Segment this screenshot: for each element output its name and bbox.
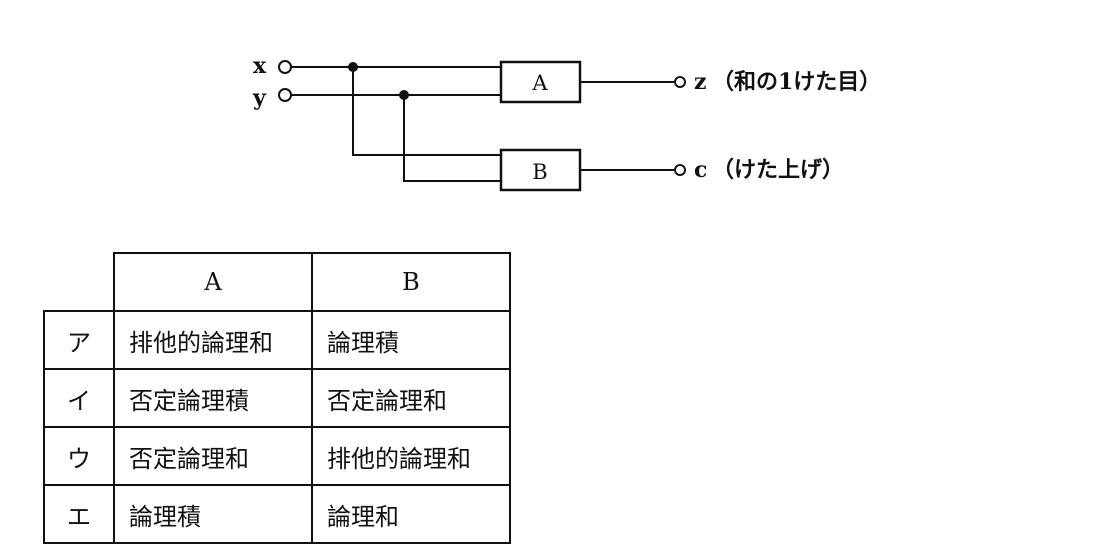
row-label: イ xyxy=(43,368,115,428)
row-label: ウ xyxy=(43,426,115,486)
input-x-label: x xyxy=(253,53,267,79)
junction-y xyxy=(399,90,409,100)
column-header-a: A xyxy=(113,252,313,312)
cell-a: 否定論理積 xyxy=(113,368,313,428)
cell-b: 否定論理和 xyxy=(311,368,511,428)
cell-b: 論理和 xyxy=(311,484,511,544)
terminal-z xyxy=(674,76,686,88)
half-adder-circuit: x y A B z （和の1けた目） c （けた上げ） xyxy=(252,53,881,192)
table-corner-cell xyxy=(43,252,115,312)
row-label: エ xyxy=(43,484,115,544)
table-row: ア 排他的論理和 論理積 xyxy=(43,310,511,370)
terminal-x xyxy=(278,60,292,74)
cell-b: 論理積 xyxy=(311,310,511,370)
answer-choice-table: A B ア 排他的論理和 論理積 イ 否定論理積 否定論理和 ウ 否定論理和 排… xyxy=(43,252,511,544)
output-z-name: z xyxy=(694,69,707,95)
row-label: ア xyxy=(43,310,115,370)
input-y-label: y xyxy=(252,85,267,111)
wire-y-to-gate-b xyxy=(403,95,501,182)
gate-a: A xyxy=(499,60,582,104)
output-z-desc: （和の1けた目） xyxy=(712,69,881,95)
cell-b: 排他的論理和 xyxy=(311,426,511,486)
terminal-c xyxy=(674,164,686,176)
output-c-name: c xyxy=(694,157,707,183)
cell-a: 論理積 xyxy=(113,484,313,544)
table-row: イ 否定論理積 否定論理和 xyxy=(43,368,511,428)
cell-a: 否定論理和 xyxy=(113,426,313,486)
cell-a: 排他的論理和 xyxy=(113,310,313,370)
terminal-y xyxy=(278,88,292,102)
table-row: ウ 否定論理和 排他的論理和 xyxy=(43,426,511,486)
output-c-desc: （けた上げ） xyxy=(712,157,844,183)
gate-b-label: B xyxy=(532,160,547,184)
gate-a-label: A xyxy=(531,71,548,95)
junction-x xyxy=(348,62,358,72)
table-row: エ 論理積 論理和 xyxy=(43,484,511,544)
column-header-b: B xyxy=(311,252,511,312)
gate-b: B xyxy=(499,148,582,192)
wire-x-to-gate-b xyxy=(352,67,501,156)
table-header-row: A B xyxy=(43,252,511,312)
